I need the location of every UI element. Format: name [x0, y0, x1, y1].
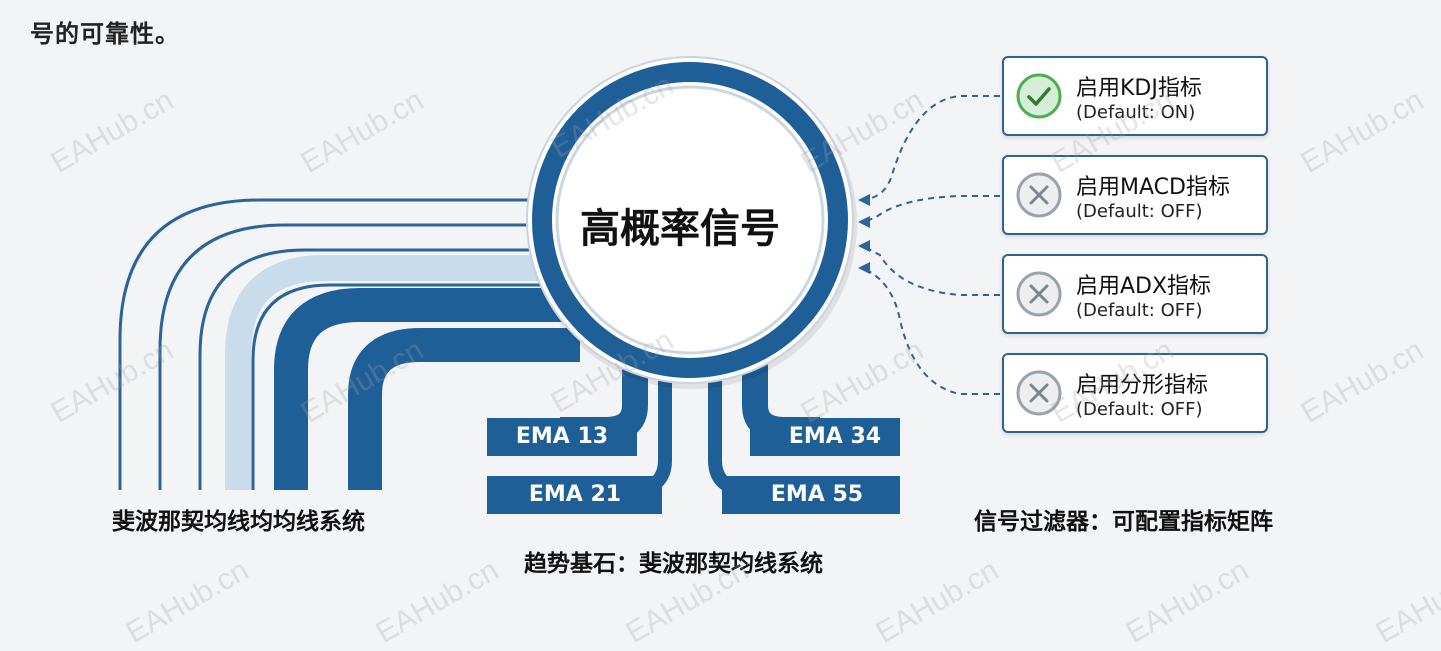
cross-icon: [1016, 370, 1062, 416]
ema-band-light-edge: [251, 283, 560, 490]
ema34-label: EMA 34: [788, 424, 882, 449]
filter-title: 启用MACD指标: [1076, 175, 1230, 200]
ema21-label: EMA 21: [528, 482, 622, 507]
ema13-label: EMA 13: [515, 424, 609, 449]
filter-default: (Default: OFF): [1076, 300, 1203, 321]
filter-card-fractal[interactable]: 启用分形指标 (Default: OFF): [1002, 353, 1268, 433]
diagram-canvas: [118, 56, 1000, 514]
cross-icon: [1016, 172, 1062, 218]
ema-band-light: [225, 255, 555, 490]
arrowhead-4: [858, 262, 870, 274]
filter-connector-group: [861, 95, 1000, 395]
ema13-box: [487, 418, 637, 456]
arrowhead-1: [858, 194, 870, 206]
cross-icon: [1016, 271, 1062, 317]
ema21-box: [487, 476, 662, 514]
caption-right: 信号过滤器：可配置指标矩阵: [974, 509, 1273, 535]
filter-connector-3: [861, 245, 1000, 296]
caption-bottom: 趋势基石：斐波那契均线系统: [524, 551, 823, 577]
check-icon: [1016, 73, 1062, 119]
top-background: [0, 0, 1441, 8]
ema55-label: EMA 55: [770, 482, 864, 507]
filter-card-adx[interactable]: 启用ADX指标 (Default: OFF): [1002, 254, 1268, 334]
ema34-box: [750, 418, 900, 456]
ema-band-thick-1: [274, 288, 570, 490]
filter-arrowhead-group: [858, 194, 870, 274]
center-circle-inner-ring: [555, 85, 825, 355]
filter-title: 启用KDJ指标: [1076, 76, 1202, 101]
ema-line-3: [198, 248, 545, 490]
filter-default: (Default: OFF): [1076, 399, 1203, 420]
filter-default: (Default: ON): [1076, 102, 1196, 123]
center-label: 高概率信号: [580, 206, 780, 252]
arrowhead-3: [858, 240, 870, 252]
ema-line-1: [118, 198, 540, 490]
header-text: 号的可靠性。: [30, 20, 180, 48]
ema55-box: [722, 476, 900, 514]
caption-left: 斐波那契均线均均线系统: [112, 509, 365, 535]
filter-default: (Default: OFF): [1076, 201, 1203, 222]
filter-connector-1: [861, 95, 1000, 201]
arrowhead-2: [858, 216, 870, 228]
filter-connector-2: [861, 195, 1000, 223]
filter-card-macd[interactable]: 启用MACD指标 (Default: OFF): [1002, 155, 1268, 235]
ema-line-2: [158, 223, 540, 490]
ema-band-thick-2: [348, 328, 580, 490]
filter-connector-4: [861, 267, 1000, 395]
filter-title: 启用分形指标: [1076, 373, 1209, 398]
filter-card-kdj[interactable]: 启用KDJ指标 (Default: ON): [1002, 56, 1268, 136]
ema-line-group-left: [118, 198, 545, 490]
filter-title: 启用ADX指标: [1076, 274, 1212, 299]
